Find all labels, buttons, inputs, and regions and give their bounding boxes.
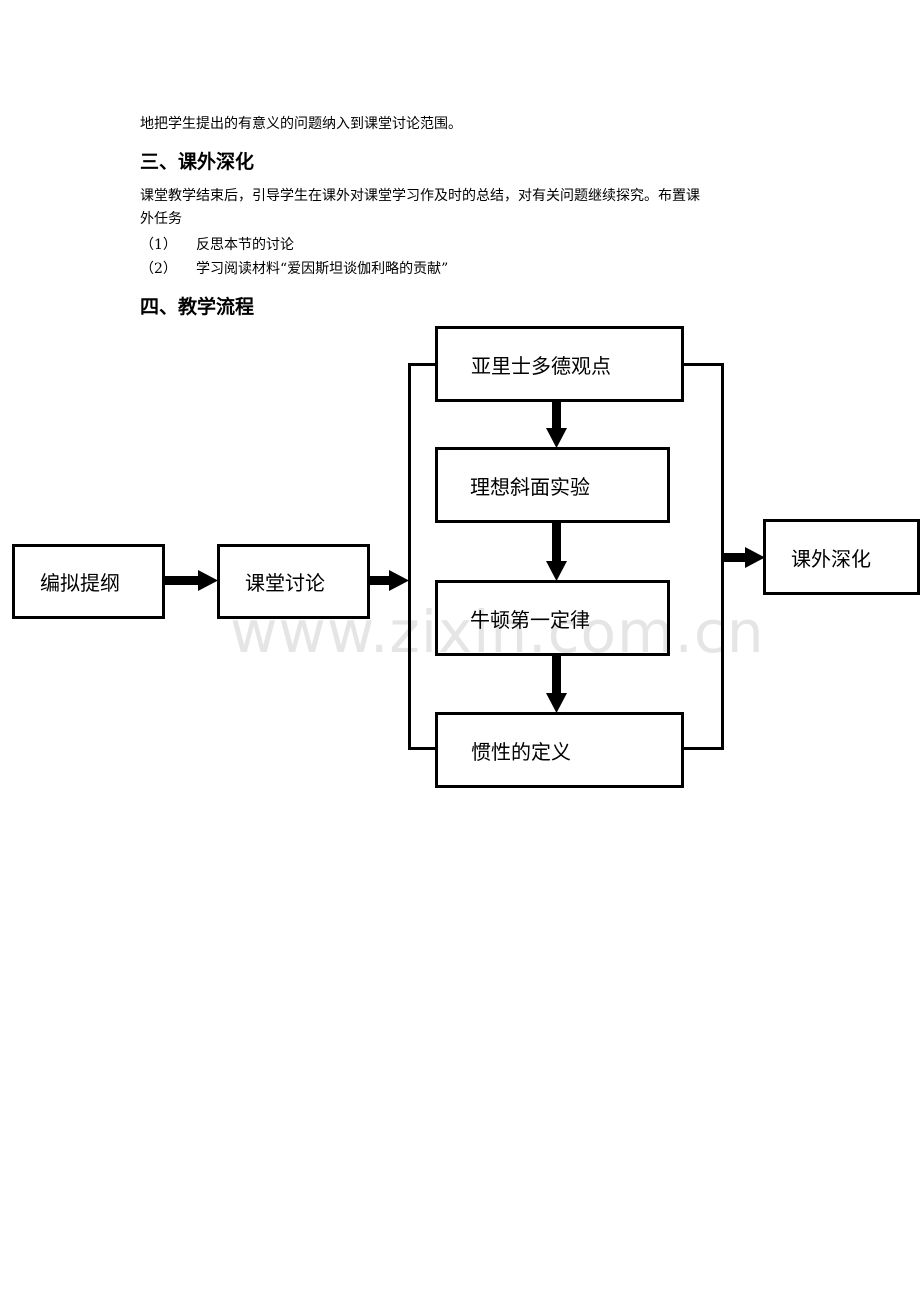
node-extension: 课外深化	[763, 519, 920, 595]
arrow-slope-to-newton	[546, 521, 567, 581]
section-3-heading: 三、课外深化	[140, 151, 255, 173]
right-bracket-vertical	[721, 363, 724, 750]
left-bracket-bottom	[408, 747, 438, 750]
node-aristotle: 亚里士多德观点	[435, 326, 684, 402]
task-item: （2） 学习阅读材料“爱因斯坦谈伽利略的贡献”	[140, 258, 448, 278]
node-discussion: 课堂讨论	[217, 544, 370, 619]
task-item: （1） 反思本节的讨论	[140, 234, 294, 254]
node-label: 亚里士多德观点	[471, 353, 611, 378]
left-bracket-top	[408, 363, 438, 366]
node-label: 课外深化	[791, 546, 871, 571]
section-4-heading: 四、教学流程	[140, 296, 255, 318]
task-text: 反思本节的讨论	[196, 237, 294, 253]
node-outline: 编拟提纲	[12, 544, 165, 619]
task-number: （2）	[140, 261, 177, 277]
node-ideal-slope: 理想斜面实验	[435, 447, 670, 523]
arrow-outline-to-discussion	[164, 570, 218, 591]
continued-paragraph: 地把学生提出的有意义的问题纳入到课堂讨论范围。	[140, 116, 462, 132]
left-bracket-vertical	[408, 363, 411, 750]
section-3-paragraph-line-1: 课堂教学结束后，引导学生在课外对课堂学习作及时的总结，对有关问题继续探究。布置课	[140, 188, 700, 204]
arrow-bracket-to-extension	[723, 547, 765, 568]
node-label: 课堂讨论	[245, 571, 325, 595]
arrow-aristotle-to-slope	[546, 400, 567, 448]
right-bracket-bottom	[682, 747, 724, 750]
task-text: 学习阅读材料“爱因斯坦谈伽利略的贡献”	[196, 261, 449, 277]
arrow-newton-to-inertia	[546, 654, 567, 713]
node-newton-first-law: 牛顿第一定律	[435, 580, 670, 656]
right-bracket-top	[682, 363, 724, 366]
section-3-paragraph-line-2: 外任务	[140, 211, 182, 227]
arrow-discussion-to-bracket	[369, 570, 409, 591]
node-label: 惯性的定义	[471, 739, 571, 764]
node-inertia-definition: 惯性的定义	[435, 712, 684, 788]
node-label: 理想斜面实验	[470, 474, 590, 499]
node-label: 编拟提纲	[40, 571, 120, 595]
task-number: （1）	[140, 237, 177, 253]
node-label: 牛顿第一定律	[470, 607, 590, 632]
